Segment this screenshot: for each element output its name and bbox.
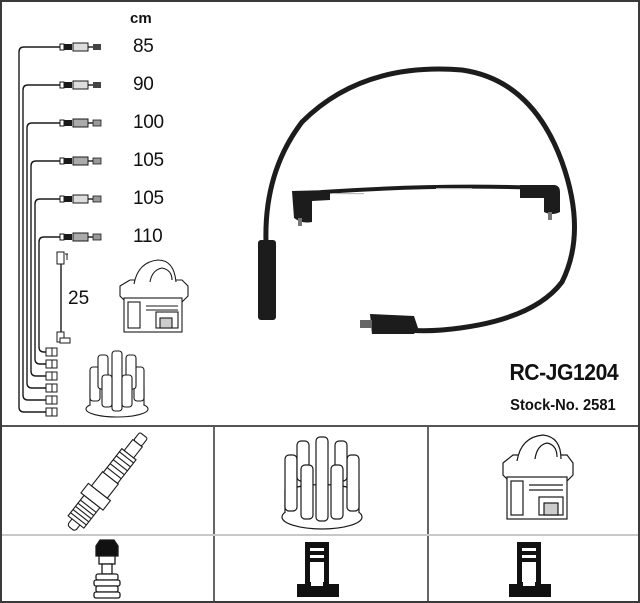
part-number: RC-JG1204 <box>509 359 618 385</box>
grid-cell-ignition-coil <box>429 427 638 534</box>
grid-cell-plug-terminal <box>2 536 213 601</box>
spark-plug-icon <box>67 432 148 531</box>
grid-column-divider-2 <box>427 427 429 601</box>
distributor-cap-icon <box>281 436 363 530</box>
tower-connector-icon <box>297 542 339 597</box>
section-divider <box>2 425 638 427</box>
ignition-coil-icon <box>119 259 189 333</box>
grid-row-divider <box>2 534 638 536</box>
lead-length-1: 85 <box>133 36 154 57</box>
application-grid <box>2 427 638 601</box>
top-panel: cm 85 90 100 105 105 110 25 <box>2 2 638 425</box>
grid-cell-tower-connector-2 <box>429 536 638 601</box>
ignition-coil-icon <box>502 434 574 520</box>
grid-cell-distributor-cap <box>215 427 427 534</box>
wiring-schematic-icon <box>18 42 102 417</box>
lead-length-6: 110 <box>133 226 163 247</box>
stock-number: Stock-No. 2581 <box>510 397 616 414</box>
grid-cell-tower-connector <box>215 536 427 601</box>
grid-cell-spark-plug <box>2 427 213 534</box>
length-unit-label: cm <box>130 10 152 27</box>
lead-length-2: 90 <box>133 74 154 95</box>
lead-length-4: 105 <box>133 150 164 171</box>
ignition-cable-set-photo <box>258 66 577 334</box>
grid-column-divider-1 <box>213 427 215 601</box>
spark-plug-terminal-icon <box>93 539 121 599</box>
tower-connector-icon <box>509 542 551 597</box>
lead-length-5: 105 <box>133 188 164 209</box>
coil-lead-length: 25 <box>68 288 90 309</box>
distributor-cap-icon <box>85 350 149 418</box>
lead-length-3: 100 <box>133 112 164 133</box>
